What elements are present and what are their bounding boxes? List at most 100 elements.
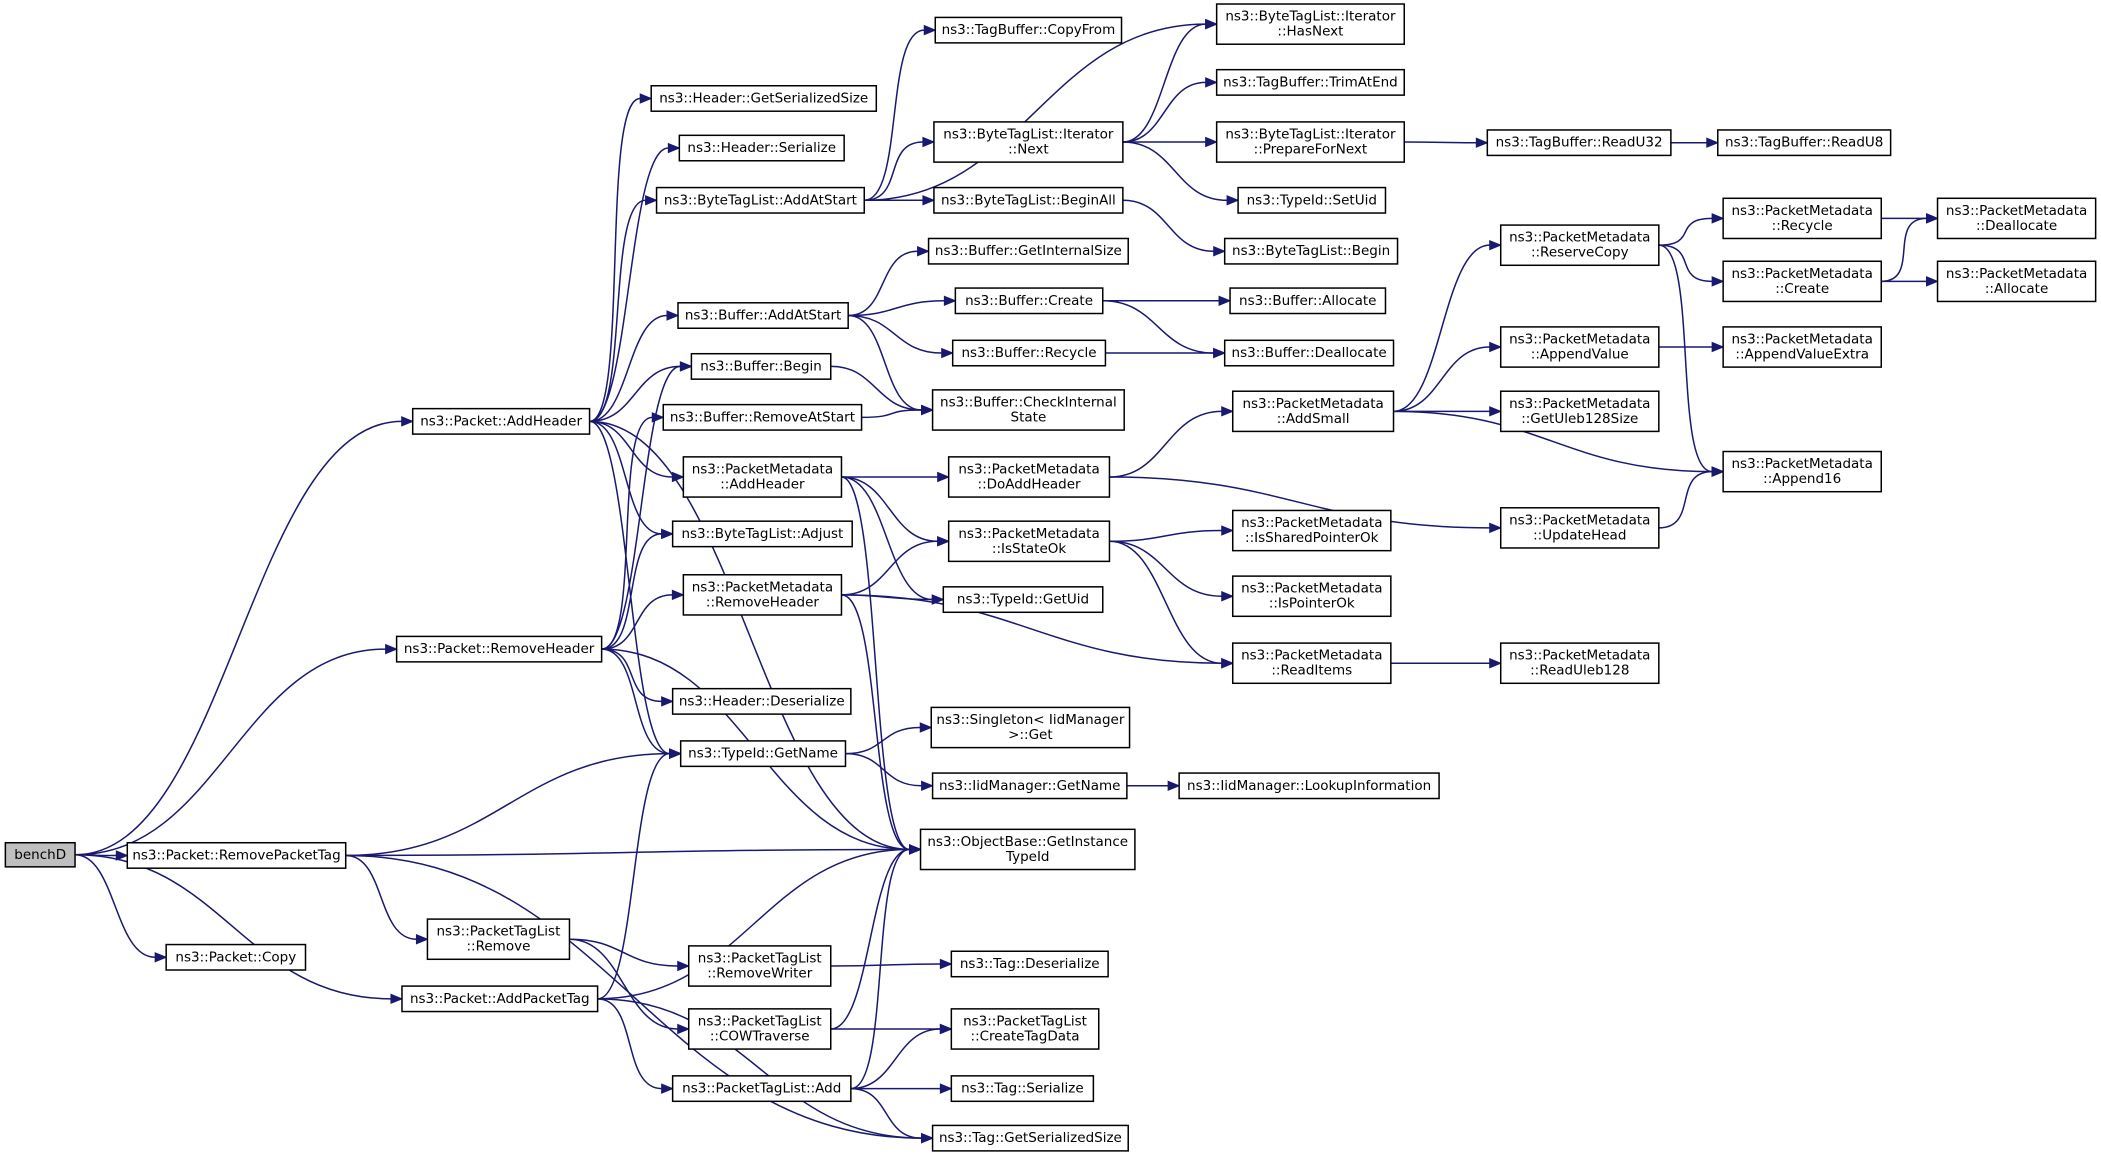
node-type-id-get-uid[interactable]: ns3::TypeId::GetUid — [942, 586, 1104, 614]
edge-pm-remove-header-to-pm-is-state-ok — [841, 540, 938, 596]
node-box — [650, 84, 878, 112]
node-pm-add-small[interactable]: ns3::PacketMetadata::AddSmall — [1231, 390, 1395, 433]
node-label: ns3::PacketMetadata — [692, 461, 833, 477]
edge-arrowhead — [1213, 245, 1227, 257]
node-label: ns3::Packet::AddPacketTag — [410, 991, 590, 1007]
edge-pm-reserve-copy-to-pm-append16 — [1658, 244, 1713, 473]
node-buf-deallocate[interactable]: ns3::Buffer::Deallocate — [1223, 339, 1395, 367]
node-label: ns3::PacketMetadata — [1509, 648, 1650, 664]
node-label: ns3::PacketMetadata — [1509, 332, 1650, 348]
node-add-header[interactable]: ns3::Packet::AddHeader — [411, 407, 591, 435]
node-pm-append16[interactable]: ns3::PacketMetadata::Append16 — [1722, 450, 1883, 493]
node-box — [1231, 575, 1392, 618]
node-add-packet-tag[interactable]: ns3::Packet::AddPacketTag — [401, 985, 599, 1013]
edge-arrowhead — [937, 471, 950, 483]
node-hdr-deserialize[interactable]: ns3::Header::Deserialize — [671, 687, 852, 715]
node-pm-reserve-copy[interactable]: ns3::PacketMetadata::ReserveCopy — [1499, 224, 1660, 267]
node-box — [662, 403, 863, 431]
edge-btl-add-at-start-to-btl-it-next — [864, 141, 923, 202]
node-btl-it-has-next[interactable]: ns3::ByteTagList::Iterator::HasNext — [1215, 3, 1405, 45]
edge-arrowhead — [1926, 276, 1939, 287]
node-box — [687, 945, 832, 987]
node-ptl-add[interactable]: ns3::PacketTagList::Add — [671, 1075, 852, 1103]
node-buf-begin[interactable]: ns3::Buffer::Begin — [690, 352, 832, 380]
node-remove-packet-tag[interactable]: ns3::Packet::RemovePacketTag — [126, 841, 347, 869]
node-iid-lookup[interactable]: ns3::IidManager::LookupInformation — [1178, 772, 1440, 800]
node-box — [947, 456, 1111, 498]
node-label: ns3::PacketMetadata — [958, 461, 1099, 477]
node-pm-is-state-ok[interactable]: ns3::PacketMetadata::IsStateOk — [947, 520, 1111, 563]
node-label: ns3::PacketMetadata — [1509, 512, 1650, 528]
node-type-id-get-name[interactable]: ns3::TypeId::GetName — [679, 740, 847, 768]
edge-add-packet-tag-to-obj-get-instance-type-id — [597, 848, 910, 1000]
node-btl-begin[interactable]: ns3::ByteTagList::Begin — [1223, 237, 1399, 265]
node-buf-allocate[interactable]: ns3::Buffer::Allocate — [1229, 287, 1387, 315]
node-label: ns3::PacketTagList — [698, 950, 822, 966]
edge-bench-d-to-add-packet-tag — [75, 854, 391, 1000]
node-btl-it-prepare[interactable]: ns3::ByteTagList::Iterator::PrepareForNe… — [1215, 121, 1405, 163]
node-buf-get-internal-size[interactable]: ns3::Buffer::GetInternalSize — [927, 237, 1129, 265]
edge-remove-header-to-type-id-get-name — [601, 648, 670, 755]
node-tag-deserialize[interactable]: ns3::Tag::Deserialize — [950, 950, 1109, 978]
edge-arrowhead — [1489, 657, 1503, 669]
node-copy[interactable]: ns3::Packet::Copy — [165, 943, 307, 971]
node-pm-get-uleb128-size[interactable]: ns3::PacketMetadata::GetUleb128Size — [1499, 390, 1660, 433]
edge-arrowhead — [909, 844, 922, 855]
node-pm-deallocate[interactable]: ns3::PacketMetadata::Deallocate — [1936, 197, 2097, 240]
node-tb-read-u32[interactable]: ns3::TagBuffer::ReadU32 — [1486, 129, 1672, 157]
node-pm-create[interactable]: ns3::PacketMetadata::Create — [1722, 260, 1883, 303]
node-pm-recycle[interactable]: ns3::PacketMetadata::Recycle — [1722, 197, 1883, 240]
node-pm-add-header[interactable]: ns3::PacketMetadata::AddHeader — [682, 456, 843, 498]
node-buf-add-at-start[interactable]: ns3::Buffer::AddAtStart — [677, 302, 849, 329]
node-pm-do-add-header[interactable]: ns3::PacketMetadata::DoAddHeader — [947, 456, 1111, 498]
node-tb-copy-from[interactable]: ns3::TagBuffer::CopyFrom — [934, 16, 1123, 44]
node-tag-get-ser-size[interactable]: ns3::Tag::GetSerializedSize — [931, 1124, 1129, 1152]
edge-buf-add-at-start-to-buf-check-internal — [848, 314, 922, 411]
node-pm-read-items[interactable]: ns3::PacketMetadata::ReadItems — [1231, 642, 1392, 685]
node-buf-create[interactable]: ns3::Buffer::Create — [954, 287, 1104, 315]
node-bench-d[interactable]: benchD — [4, 841, 76, 868]
node-box — [677, 302, 849, 329]
edge-ptl-remove-to-ptl-remove-writer — [569, 938, 678, 967]
node-box — [1215, 68, 1405, 96]
node-type-id-set-uid[interactable]: ns3::TypeId::SetUid — [1237, 186, 1387, 214]
node-buf-remove-at-start[interactable]: ns3::Buffer::RemoveAtStart — [662, 403, 863, 431]
node-ptl-c-o-w-traverse[interactable]: ns3::PacketTagList::COWTraverse — [687, 1008, 832, 1050]
node-btl-it-next[interactable]: ns3::ByteTagList::Iterator::Next — [933, 121, 1124, 163]
node-pm-remove-header[interactable]: ns3::PacketMetadata::RemoveHeader — [682, 574, 843, 616]
node-tb-trim-at-end[interactable]: ns3::TagBuffer::TrimAtEnd — [1215, 68, 1405, 96]
node-pm-update-head[interactable]: ns3::PacketMetadata::UpdateHead — [1499, 507, 1660, 549]
node-ptl-remove[interactable]: ns3::PacketTagList::Remove — [426, 918, 571, 961]
edge-arrowhead — [1205, 136, 1218, 148]
edge-arrowhead — [667, 142, 681, 154]
node-pm-is-pointer-ok[interactable]: ns3::PacketMetadata::IsPointerOk — [1231, 575, 1392, 618]
node-ptl-remove-writer[interactable]: ns3::PacketTagList::RemoveWriter — [687, 945, 832, 987]
node-btl-begin-all[interactable]: ns3::ByteTagList::BeginAll — [933, 186, 1124, 214]
node-label: ::AppendValue — [1531, 347, 1629, 363]
node-pm-read-uleb128[interactable]: ns3::PacketMetadata::ReadUleb128 — [1499, 642, 1660, 685]
node-iid-get-name[interactable]: ns3::IidManager::GetName — [931, 772, 1128, 800]
edge-arrowhead — [917, 245, 930, 257]
edge-arrowhead — [1218, 295, 1232, 307]
node-remove-header[interactable]: ns3::Packet::RemoveHeader — [395, 635, 603, 663]
node-pm-is-shared-ptr-ok[interactable]: ns3::PacketMetadata::IsSharedPointerOk — [1231, 509, 1392, 552]
edge-arrowhead — [1489, 406, 1503, 417]
node-label: ns3::PacketMetadata — [1241, 515, 1382, 531]
node-tag-serialize[interactable]: ns3::Tag::Serialize — [950, 1075, 1095, 1103]
node-hdr-get-ser-size[interactable]: ns3::Header::GetSerializedSize — [650, 84, 878, 112]
node-hdr-serialize[interactable]: ns3::Header::Serialize — [678, 134, 845, 162]
edge-arrowhead — [1475, 137, 1489, 148]
node-btl-add-at-start[interactable]: ns3::ByteTagList::AddAtStart — [655, 186, 866, 214]
node-pm-append-value[interactable]: ns3::PacketMetadata::AppendValue — [1499, 326, 1660, 368]
node-ptl-create-tag-data[interactable]: ns3::PacketTagList::CreateTagData — [950, 1008, 1100, 1050]
node-pm-append-value-extra[interactable]: ns3::PacketMetadata::AppendValueExtra — [1722, 326, 1883, 368]
node-tb-read-u8[interactable]: ns3::TagBuffer::ReadU8 — [1717, 129, 1892, 157]
node-btl-adjust[interactable]: ns3::ByteTagList::Adjust — [671, 520, 853, 548]
node-pm-allocate[interactable]: ns3::PacketMetadata::Allocate — [1936, 260, 2097, 303]
node-buf-recycle[interactable]: ns3::Buffer::Recycle — [951, 339, 1107, 367]
node-box — [933, 186, 1124, 214]
node-label: ns3::Buffer::AddAtStart — [685, 308, 842, 324]
node-singleton-get[interactable]: ns3::Singleton< IidManager>::Get — [930, 706, 1131, 749]
